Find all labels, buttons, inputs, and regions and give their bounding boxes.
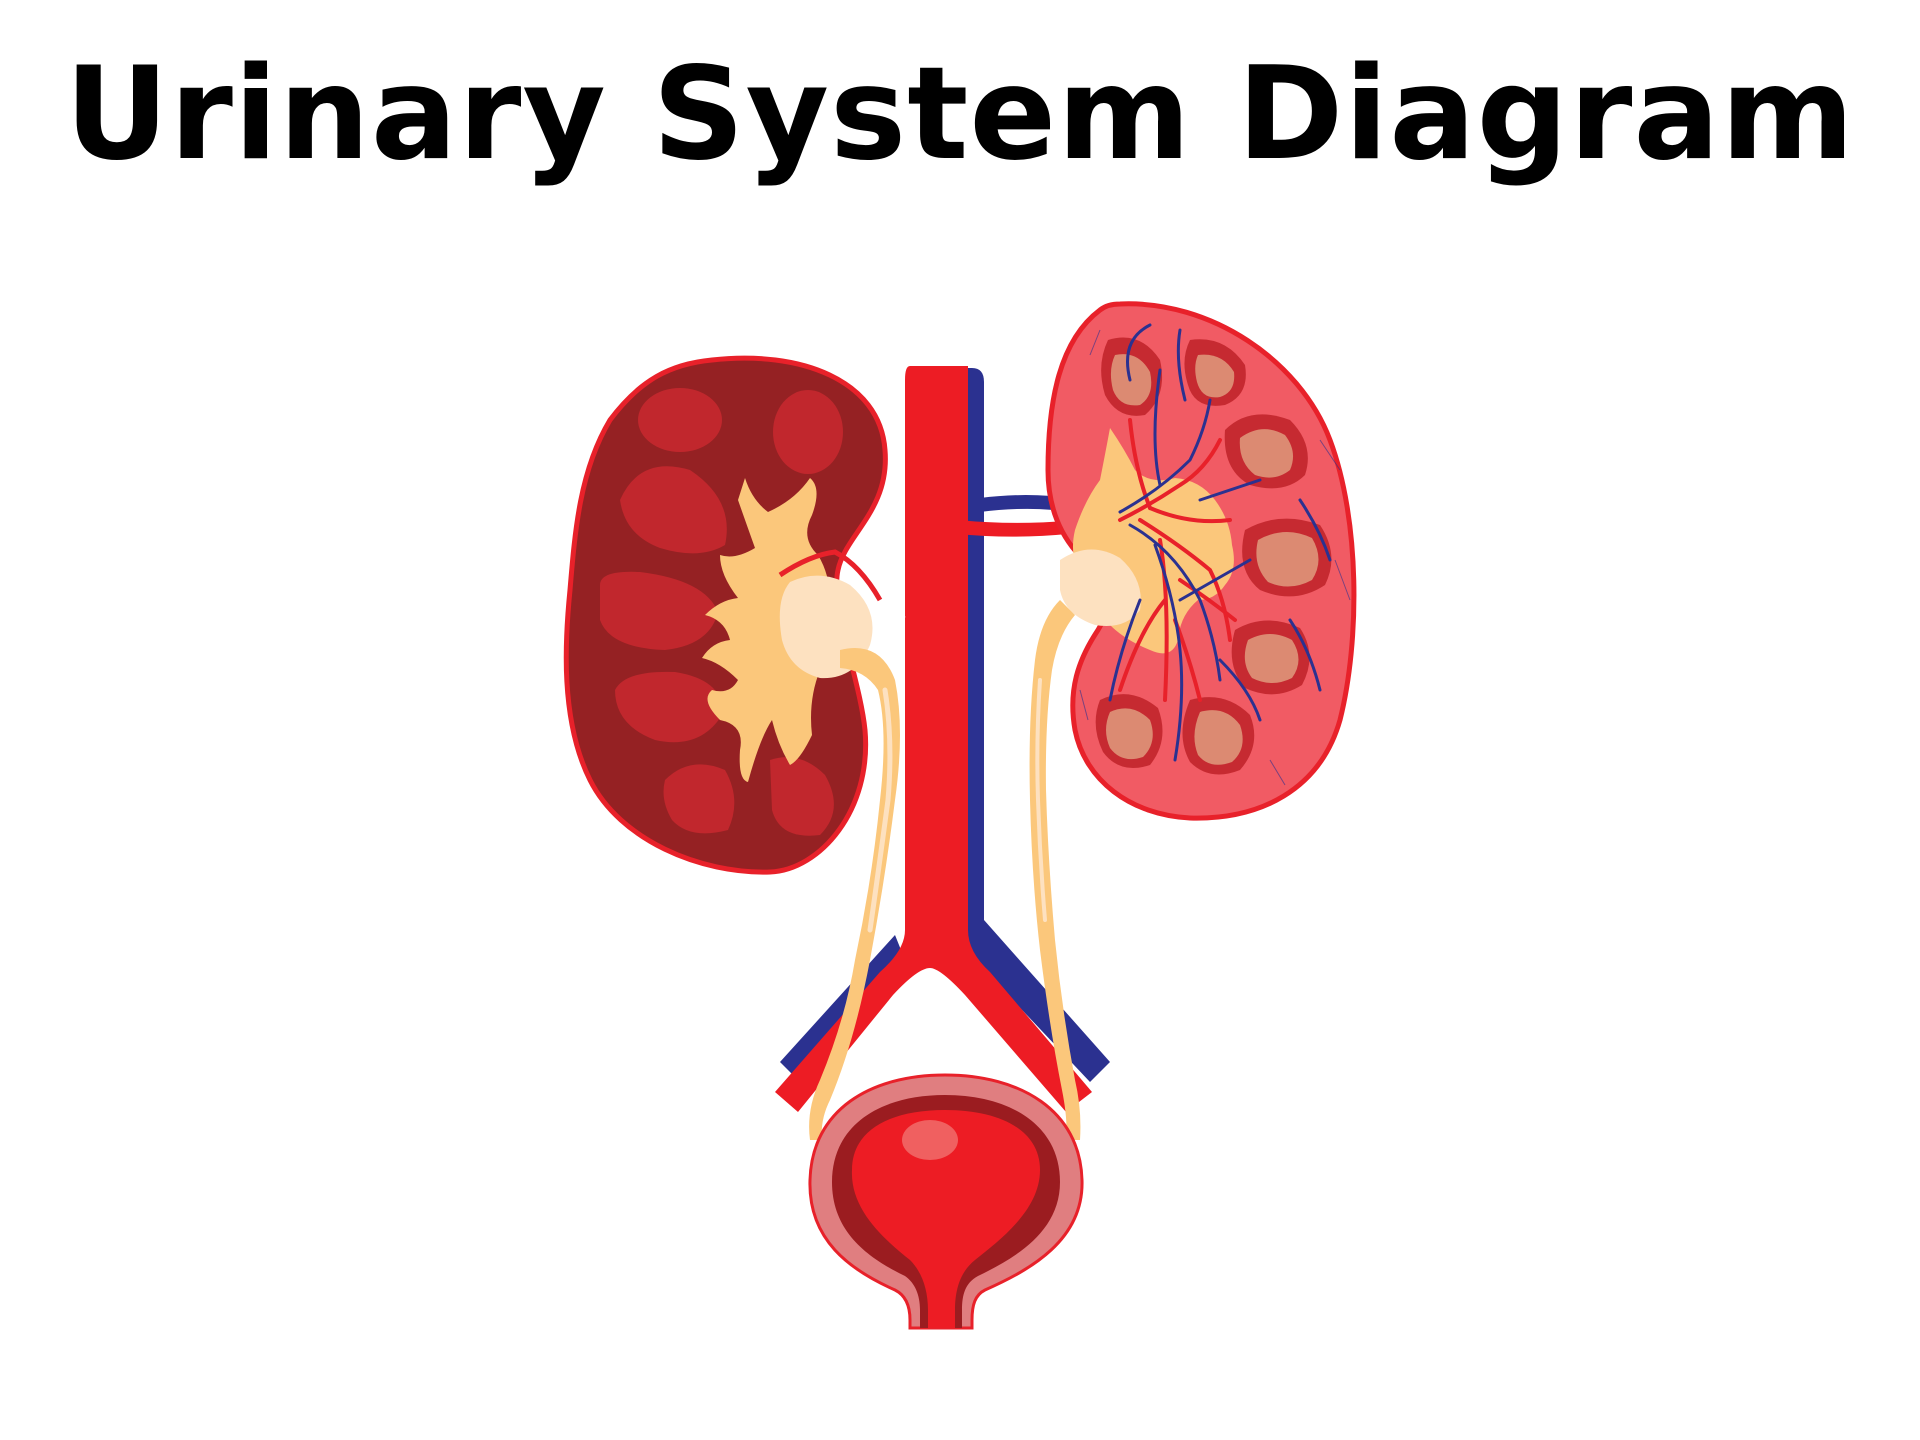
page-title: Urinary System Diagram (64, 40, 1856, 189)
bladder (808, 1073, 1084, 1330)
left-kidney (563, 355, 906, 875)
left-renal-pelvis (702, 478, 830, 782)
left-ureter (809, 648, 900, 1140)
right-ureter (1029, 600, 1081, 1140)
renal-pyramids-right (1095, 337, 1332, 775)
right-kidney (1045, 301, 1357, 821)
renal-veins (1108, 323, 1332, 762)
renal-pyramids (600, 388, 843, 836)
renal-capillaries (1079, 329, 1351, 786)
